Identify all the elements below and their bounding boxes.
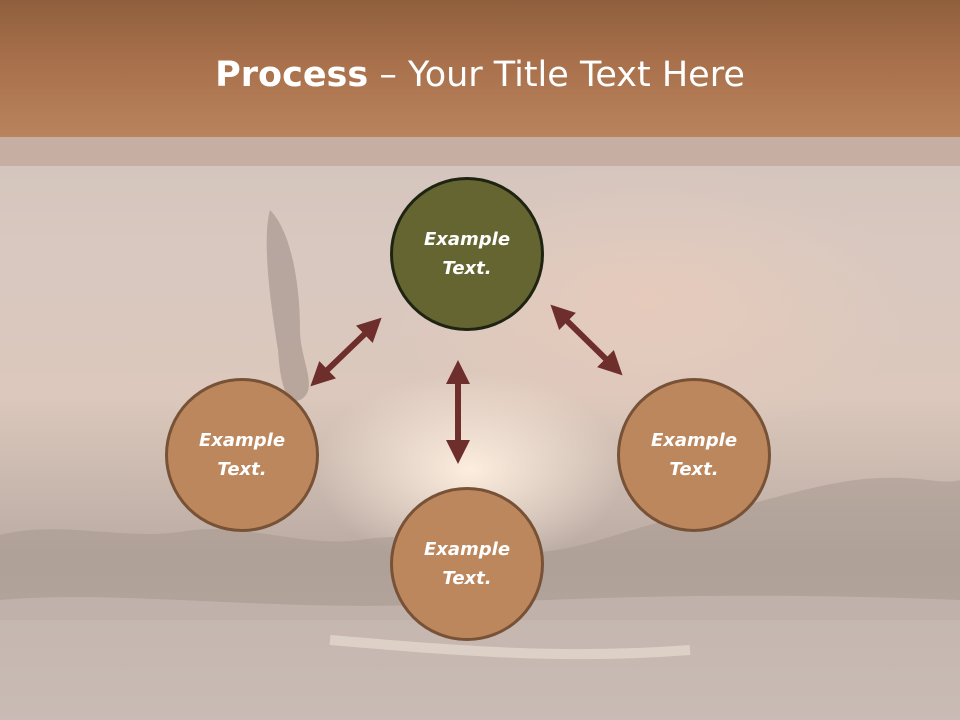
process-node-center[interactable]: Example Text. [390,177,544,331]
node-label: Example Text. [198,430,286,480]
process-node-right[interactable]: Example Text. [617,378,771,532]
arrow-center-right [550,304,623,376]
title-bar-underline [0,137,960,166]
process-node-bottom[interactable]: Example Text. [390,487,544,641]
arrow-center-left [310,317,382,387]
title-rest-text: – Your Title Text Here [368,55,745,95]
slide-title[interactable]: Process – Your Title Text Here [0,52,960,98]
node-label: Example Text. [650,430,738,480]
title-bar [0,0,960,137]
node-label: Example Text. [423,229,511,279]
node-label: Example Text. [423,539,511,589]
title-bold-text: Process [215,55,369,95]
process-node-left[interactable]: Example Text. [165,378,319,532]
